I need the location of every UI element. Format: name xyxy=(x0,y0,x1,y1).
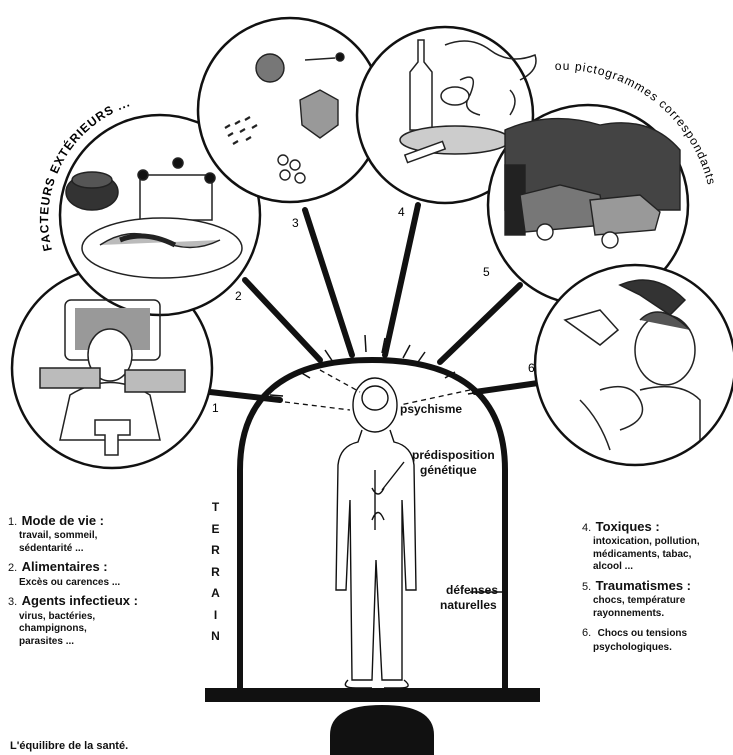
terrain-letter: R xyxy=(209,562,223,584)
legend-item-3: 3. Agents infectieux : virus, bactéries,… xyxy=(8,592,208,648)
brain-outline xyxy=(362,386,388,410)
terrain-letter: I xyxy=(209,605,223,627)
legend-item-4: 4. Toxiques : intoxication, pollution, m… xyxy=(582,518,732,574)
predisposition-label: prédisposition xyxy=(412,449,495,463)
legend-item-2: 2. Alimentaires : Excès ou carences ... xyxy=(8,558,208,589)
legend-item-5: 5. Traumatismes : chocs, température ray… xyxy=(582,577,732,620)
number-4: 4 xyxy=(398,205,405,219)
number-2: 2 xyxy=(235,289,242,303)
terrain-vertical-label: T E R R A I N xyxy=(209,497,223,648)
number-1: 1 xyxy=(212,401,219,415)
terrain-letter: N xyxy=(209,626,223,648)
fulcrum-base xyxy=(330,705,434,755)
number-5: 5 xyxy=(483,265,490,279)
genetique-label: génétique xyxy=(420,464,477,478)
terrain-letter: T xyxy=(209,497,223,519)
rod-2 xyxy=(245,280,320,360)
right-legend: 4. Toxiques : intoxication, pollution, m… xyxy=(582,518,732,654)
naturelles-label: naturelles xyxy=(440,599,497,613)
rod-4 xyxy=(385,205,418,355)
legend-item-6: 6. Chocs ou tensions psychologiques. xyxy=(582,623,732,654)
rod-6 xyxy=(475,382,545,392)
terrain-letter: A xyxy=(209,583,223,605)
defenses-label: défenses xyxy=(446,584,498,598)
legend-item-1: 1. Mode de vie : travail, sommeil, séden… xyxy=(8,512,208,555)
dna-chromosome xyxy=(372,470,384,530)
caption: L'équilibre de la santé. xyxy=(10,740,128,753)
rod-5 xyxy=(440,285,520,362)
terrain-letter: R xyxy=(209,540,223,562)
number-3: 3 xyxy=(292,216,299,230)
psychisme-label: psychisme xyxy=(400,403,462,417)
human-figure xyxy=(336,378,505,688)
figure-body xyxy=(336,430,416,680)
rod-3 xyxy=(305,210,352,355)
number-6: 6 xyxy=(528,361,535,375)
terrain-letter: E xyxy=(209,519,223,541)
left-legend: 1. Mode de vie : travail, sommeil, séden… xyxy=(8,512,208,648)
circle-6-psychologiques xyxy=(535,265,733,465)
base-platform xyxy=(205,688,540,702)
